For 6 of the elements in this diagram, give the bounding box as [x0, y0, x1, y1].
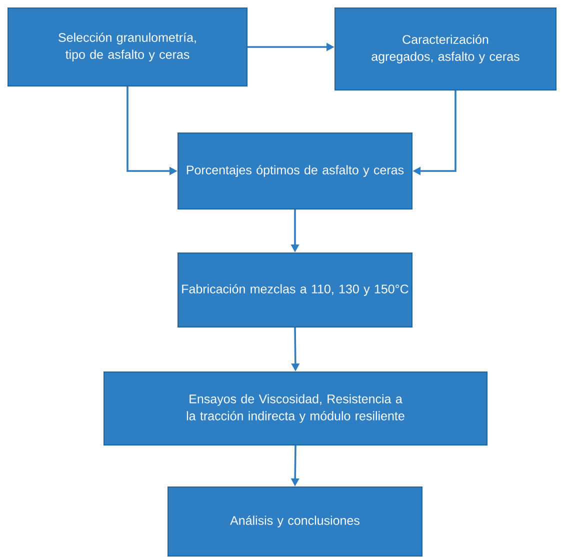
- process-box: Análisis y conclusiones: [168, 486, 422, 556]
- process-box: Caracterización agregados, asfalto y ceras: [334, 8, 556, 90]
- process-box: Ensayos de Viscosidad, Resistencia a la tracción indirecta y módulo resiliente: [104, 372, 488, 446]
- process-box: Selección granulometría, tipo de asfalto y ceras: [8, 8, 248, 86]
- process-box: Porcentajes óptimos de asfalto y ceras: [178, 132, 412, 210]
- process-box: Fabricación mezclas a 110, 130 y 150°C: [178, 252, 412, 328]
